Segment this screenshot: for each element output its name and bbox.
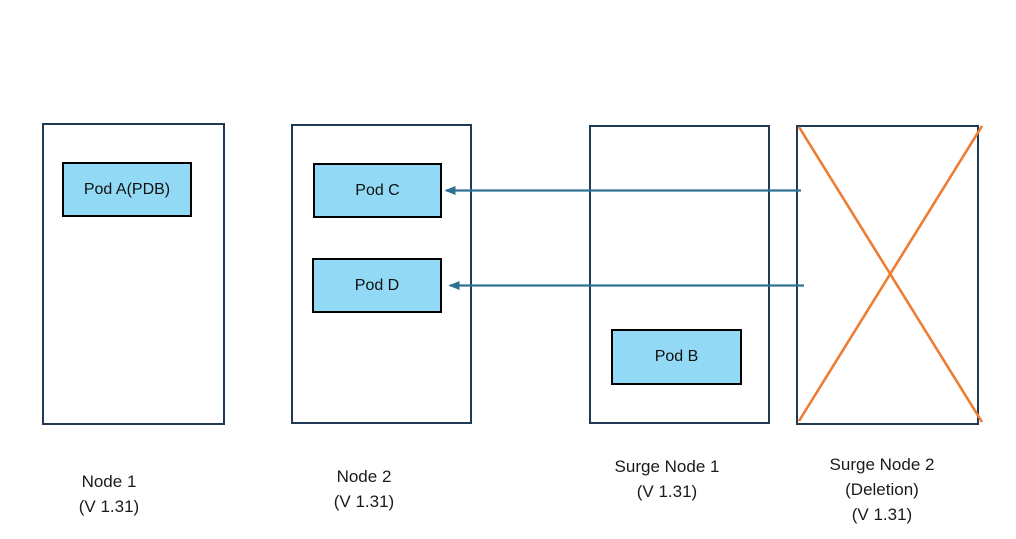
node-1-name: Node 1 [81, 472, 137, 491]
node-1-label: Node 1 (V 1.31) [48, 469, 170, 519]
node-2-version: (V 1.31) [333, 492, 395, 511]
surge-node-2-status: (Deletion) [845, 480, 919, 499]
pod-d: Pod D [312, 258, 442, 313]
surge-node-1-name: Surge Node 1 [614, 457, 720, 476]
surge-node-1-version: (V 1.31) [636, 482, 698, 501]
pod-c: Pod C [313, 163, 442, 218]
surge-node-2-label: Surge Node 2 (Deletion) (V 1.31) [810, 452, 954, 527]
surge-node-2-box [796, 125, 979, 425]
surge-node-2-version: (V 1.31) [851, 505, 913, 524]
pod-b: Pod B [611, 329, 742, 385]
node-2-name: Node 2 [336, 467, 392, 486]
node-2-label: Node 2 (V 1.31) [302, 464, 426, 514]
pod-a: Pod A(PDB) [62, 162, 192, 217]
node-1-version: (V 1.31) [78, 497, 140, 516]
surge-node-1-label: Surge Node 1 (V 1.31) [595, 454, 739, 504]
surge-node-2-name: Surge Node 2 [829, 455, 935, 474]
